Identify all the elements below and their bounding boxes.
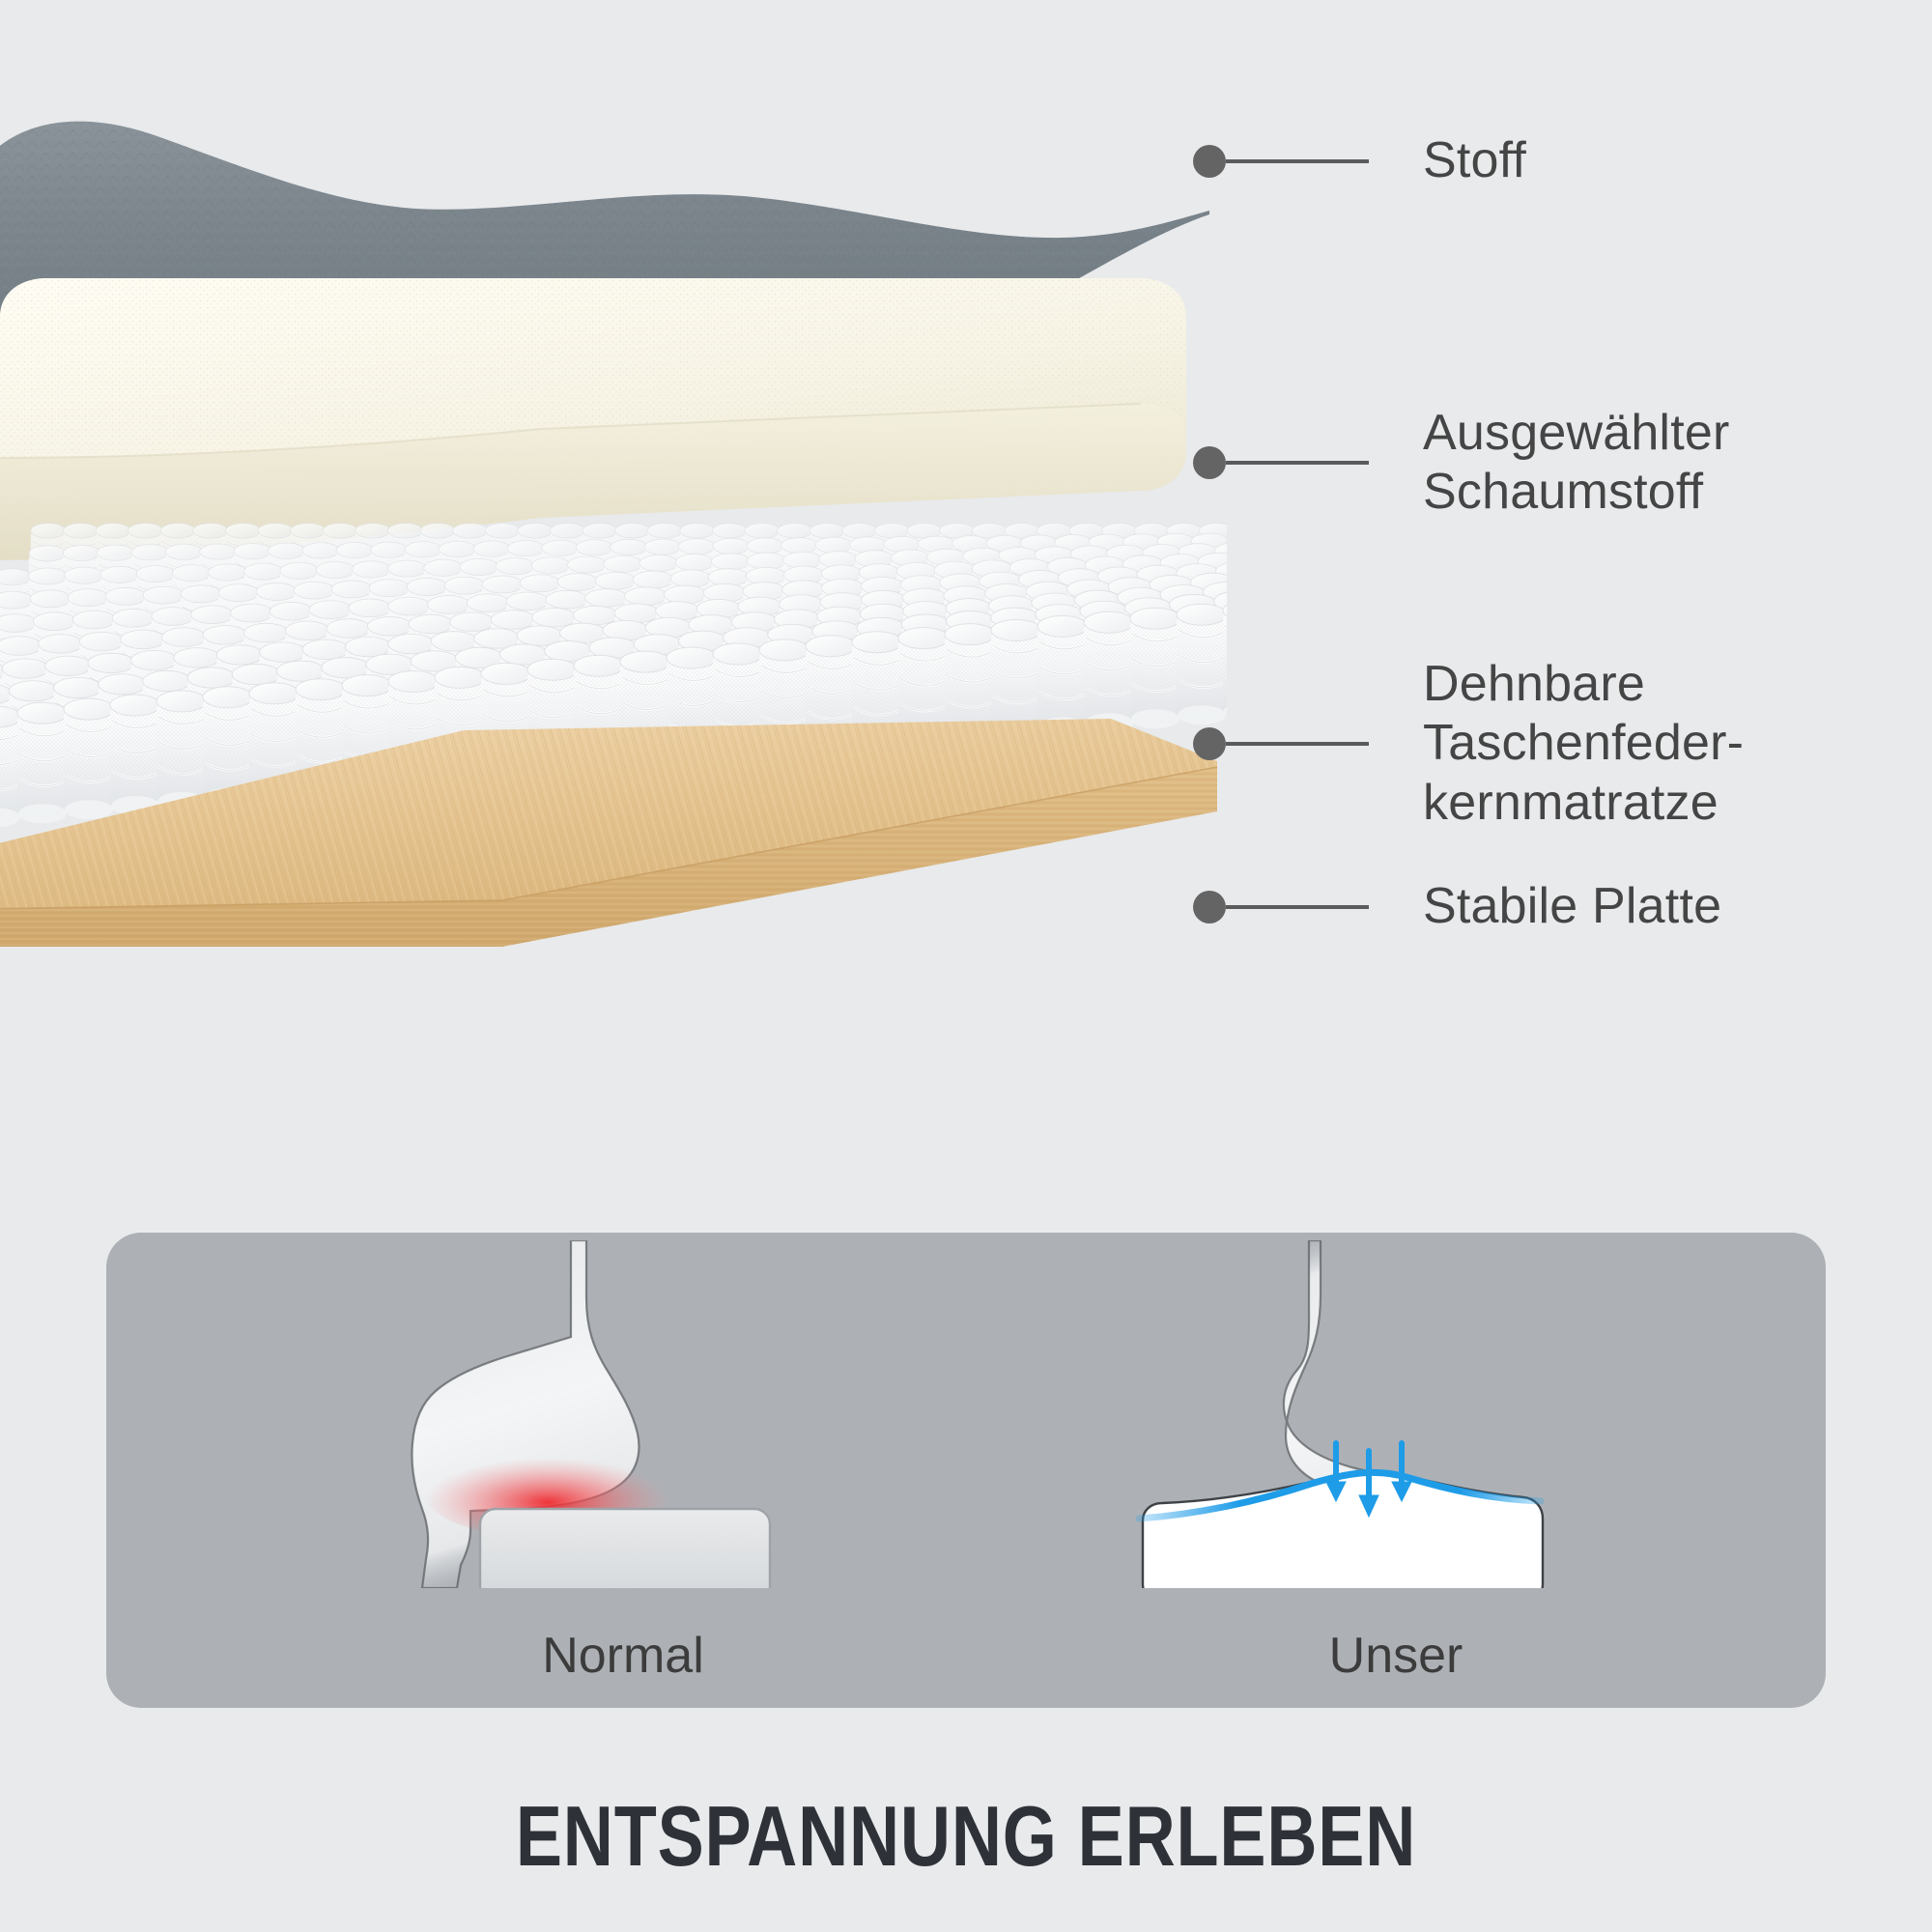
ours-diagram-art: [966, 1240, 1826, 1588]
comparison-label-normal: Normal: [542, 1628, 704, 1684]
callout-group: Stoff Ausgewählter Schaumstoff Dehnbare …: [1193, 131, 1744, 936]
comparison-label-ours: Unser: [1328, 1628, 1463, 1684]
normal-diagram-art: [106, 1240, 966, 1588]
callout-label-springs: Dehnbare Taschenfeder- kernmatratze: [1423, 656, 1745, 831]
layer-foam-schaumstoff: [0, 259, 1227, 587]
callout-springs: Dehnbare Taschenfeder- kernmatratze: [1193, 655, 1744, 833]
mattress-exploded-illustration: [0, 0, 1316, 966]
callout-leader-line: [1226, 461, 1369, 466]
callout-label-foam: Ausgewählter Schaumstoff: [1423, 405, 1730, 521]
callout-foam: Ausgewählter Schaumstoff: [1193, 404, 1729, 523]
headline-text: ENTSPANNUNG ERLEBEN: [515, 1788, 1417, 1884]
callout-dot-icon: [1193, 446, 1226, 480]
callout-leader-line: [1226, 742, 1369, 747]
layer-wood-board: [0, 657, 1236, 947]
callout-fabric: Stoff: [1193, 131, 1526, 190]
callout-dot-icon: [1193, 727, 1226, 761]
callout-leader-line: [1226, 158, 1369, 163]
comparison-normal: Normal: [106, 1233, 966, 1708]
callout-board: Stabile Platte: [1193, 877, 1721, 936]
callout-label-fabric: Stoff: [1423, 132, 1527, 188]
comparison-panel: Normal: [106, 1233, 1826, 1708]
callout-leader-line: [1226, 904, 1369, 909]
callout-dot-icon: [1193, 144, 1226, 178]
callout-dot-icon: [1193, 890, 1226, 923]
callout-label-board: Stabile Platte: [1423, 878, 1722, 934]
comparison-ours: Unser: [966, 1233, 1826, 1708]
